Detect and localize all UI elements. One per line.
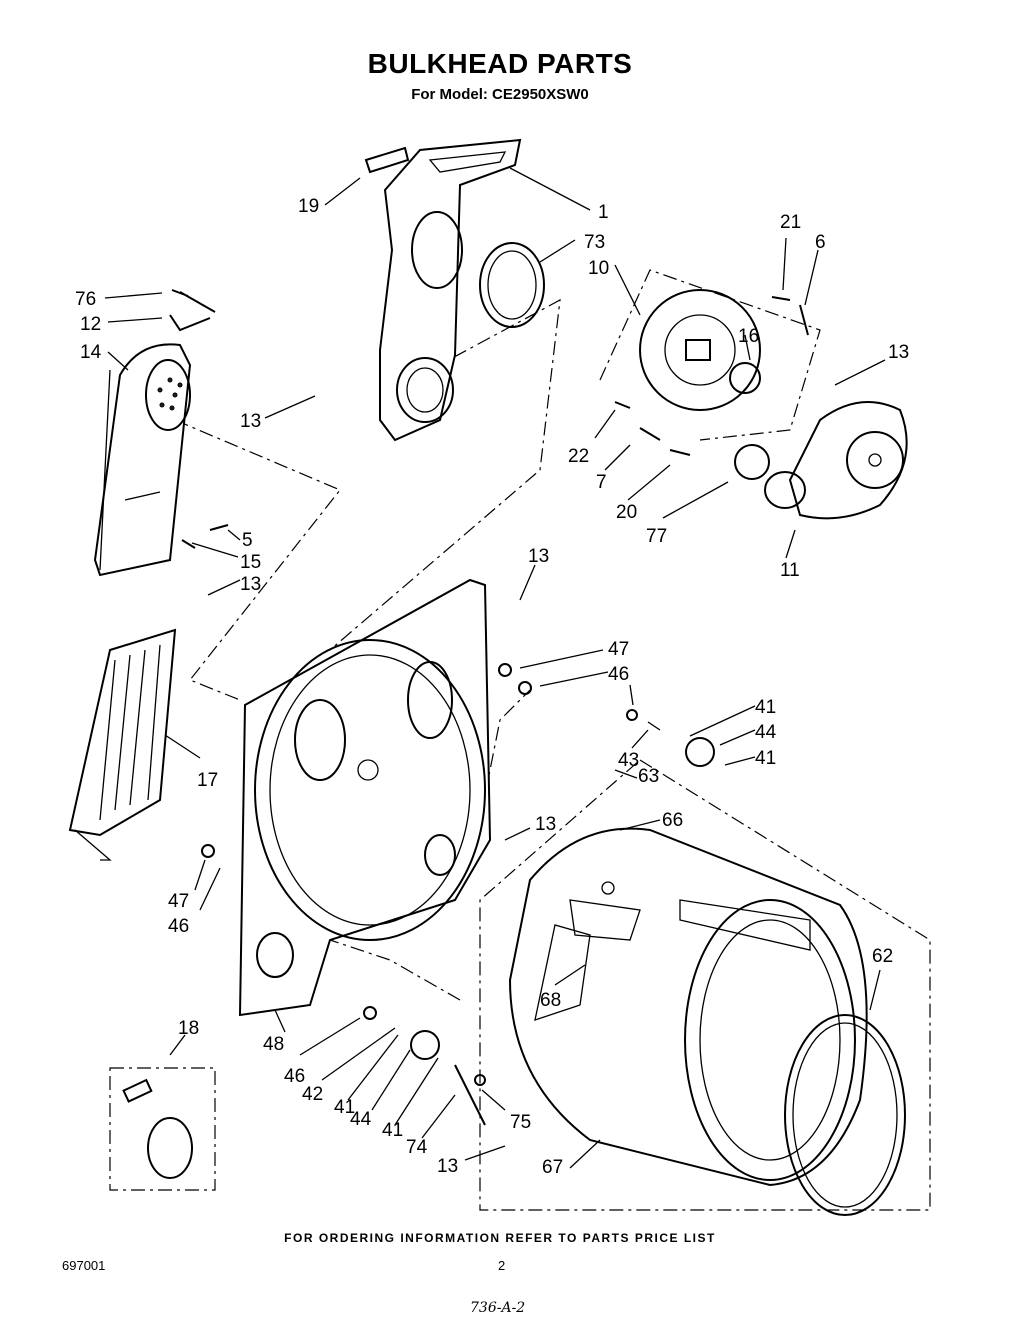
callout-17: 17 [197,770,218,791]
callout-63: 63 [638,766,659,787]
callout-75: 75 [510,1112,531,1133]
bearing-16 [729,362,761,394]
screw-76 [171,289,216,313]
callout-1: 1 [598,202,609,223]
callout-10: 10 [588,258,609,279]
dryer-drum [508,827,868,1187]
callout-13-b: 13 [888,342,909,363]
callout-6: 6 [815,232,826,253]
callout-13-f: 13 [437,1156,458,1177]
callout-42: 42 [302,1084,323,1105]
callout-13-a: 13 [240,411,261,432]
callout-46-a: 46 [608,664,629,685]
callout-41-d: 41 [382,1120,403,1141]
clip-6 [799,304,809,336]
callout-14: 14 [80,342,102,363]
grille-part [364,146,410,174]
callout-48: 48 [263,1034,284,1055]
callout-76: 76 [75,289,96,310]
callout-13-e: 13 [535,814,556,835]
duct-seal [479,242,545,328]
roller-44-right [685,737,715,767]
callout-41-a: 41 [755,697,776,718]
front-bulkhead [238,578,492,1017]
callout-11: 11 [780,560,800,581]
nut-47-right [498,663,512,677]
callout-41-b: 41 [755,748,776,769]
callout-18: 18 [178,1018,199,1039]
bracket-74 [454,1064,486,1126]
parts-7-20-22 [614,401,691,456]
seal-77 [734,444,770,480]
callout-44-a: 44 [755,722,777,743]
roller-44-lower [410,1030,440,1060]
callout-43: 43 [618,750,639,771]
kit-18 [109,1067,216,1191]
callout-41-c: 41 [334,1097,355,1118]
callout-44-b: 44 [350,1109,372,1130]
screw-21 [771,296,791,301]
thermostat-12 [169,314,211,332]
heater-element [68,628,177,861]
callout-47-b: 47 [168,891,189,912]
callout-13-d: 13 [528,546,549,567]
top-duct [379,138,522,442]
callout-16: 16 [738,326,759,347]
washer-46-lower [363,1006,377,1020]
washer-46-right [518,681,532,695]
callout-46-b: 46 [168,916,189,937]
callout-77: 77 [646,526,667,547]
callout-15: 15 [240,552,261,573]
callout-arrows [104,167,886,1169]
blower-wheel [639,289,761,411]
callout-13-c: 13 [240,574,261,595]
callout-19: 19 [298,196,319,217]
callout-46-c: 46 [284,1066,305,1087]
callout-12: 12 [80,314,101,335]
callout-68: 68 [540,990,561,1011]
callout-20: 20 [616,502,637,523]
callout-62: 62 [872,946,893,967]
callout-21: 21 [780,212,801,233]
callout-22: 22 [568,446,589,467]
callout-7: 7 [596,472,607,493]
part-5-15 [181,524,229,549]
callout-73: 73 [584,232,605,253]
heater-shield [93,343,192,577]
page-number: 2 [498,1258,506,1273]
callout-47-a: 47 [608,639,629,660]
model-subtitle: For Model: CE2950XSW0 [411,86,589,103]
document-number: 697001 [62,1258,106,1273]
handwritten-reference: 736-A-2 [470,1300,526,1316]
nut-47-left [201,844,215,858]
callout-labels: 19 1 73 10 21 6 76 12 14 16 13 13 22 7 2… [75,196,909,1178]
washer-43 [626,709,638,721]
callout-74: 74 [406,1137,428,1158]
ordering-note: FOR ORDERING INFORMATION REFER TO PARTS … [284,1231,716,1245]
callout-5: 5 [242,530,253,551]
part-75 [474,1074,486,1086]
drum-seal [784,1014,906,1216]
callout-66: 66 [662,810,683,831]
blower-housing [764,401,908,520]
callout-67: 67 [542,1157,563,1178]
page-title: BULKHEAD PARTS [367,48,633,79]
